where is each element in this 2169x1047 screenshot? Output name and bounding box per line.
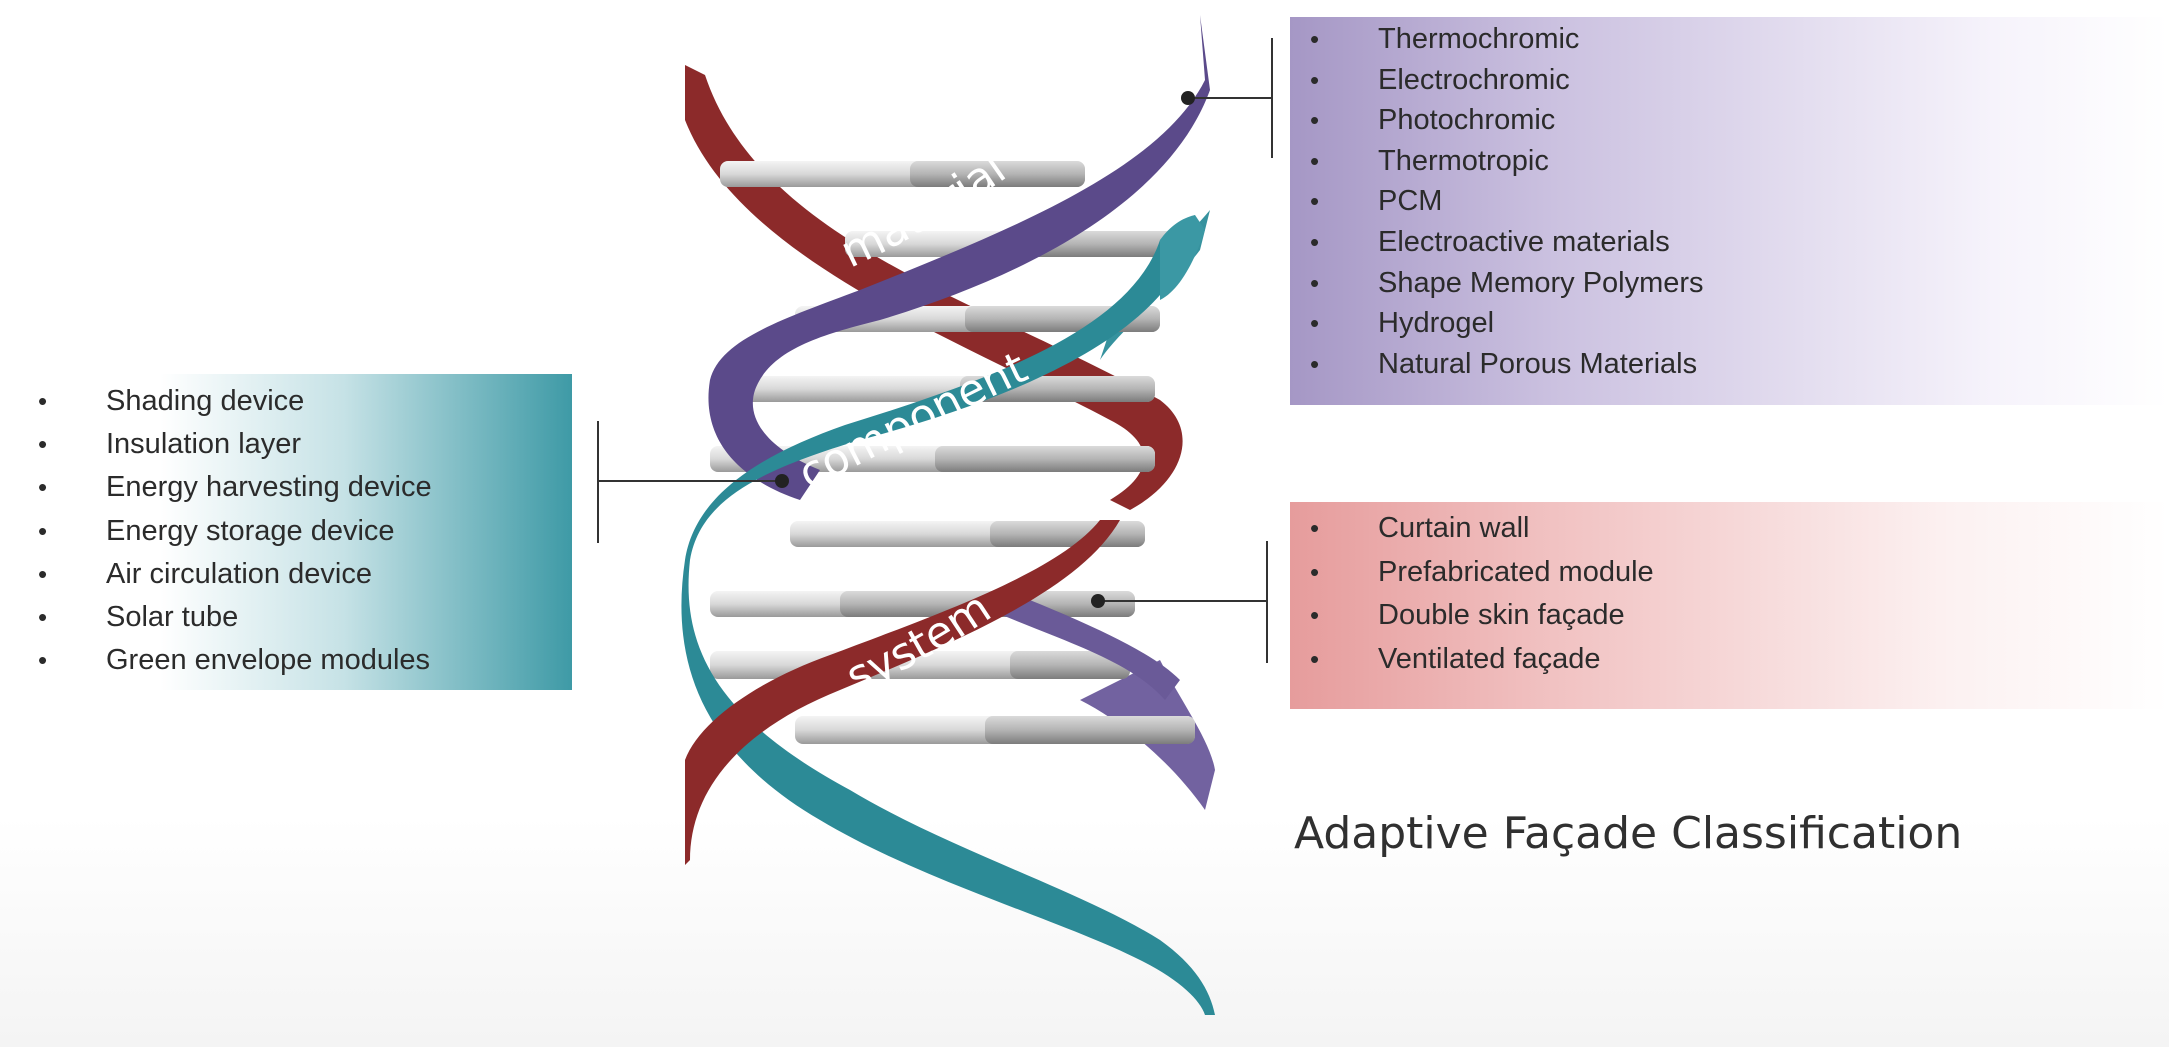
list-item-label: Electroactive materials	[1378, 225, 1670, 258]
list-item-label: Photochromic	[1378, 104, 1556, 137]
list-item-label: Curtain wall	[1378, 512, 1530, 544]
bullet: •	[1310, 308, 1320, 339]
list-item-label: Ventilated façade	[1378, 642, 1601, 675]
list-item-label: Thermotropic	[1378, 144, 1549, 177]
component-strand-label: component	[790, 342, 1035, 500]
component-item-list: • Shading device • Insulation layer • Energ…	[38, 380, 432, 682]
bullet: •	[38, 601, 48, 632]
list-item-label: Green envelope modules	[106, 644, 431, 677]
bullet: •	[1310, 226, 1320, 257]
material-item-list: • Thermochromic • Electrochromic • Photochr…	[1310, 19, 1704, 385]
system-connector	[1091, 541, 1268, 663]
bullet: •	[1310, 600, 1320, 630]
list-item-label: Solar tube	[106, 600, 239, 633]
system-panel	[1290, 502, 2169, 709]
bullet: •	[1310, 186, 1320, 217]
list-item-label: Electrochromic	[1378, 63, 1570, 96]
bullet: •	[1310, 267, 1320, 298]
list-item: • Thermotropic	[1310, 141, 1704, 182]
diagram-title: Adaptive Façade Classification	[1294, 808, 1963, 859]
list-item: • Prefabricated module	[1310, 551, 1654, 595]
bullet: •	[1310, 64, 1320, 95]
helix-rungs	[710, 161, 1195, 744]
list-item-label: Prefabricated module	[1378, 555, 1654, 588]
list-item: • Air circulation device	[38, 553, 432, 596]
component-panel	[0, 374, 572, 690]
list-item: • Ventilated façade	[1310, 638, 1654, 682]
bullet: •	[38, 386, 48, 416]
material-panel	[1290, 17, 2169, 405]
bullet: •	[1310, 24, 1320, 54]
bullet: •	[38, 558, 48, 589]
list-item-label: Double skin façade	[1378, 599, 1625, 631]
list-item: • Green envelope modules	[38, 639, 432, 682]
list-item-label: PCM	[1378, 185, 1443, 218]
list-item: • Curtain wall	[1310, 507, 1654, 551]
bullet: •	[1310, 643, 1320, 674]
bullet: •	[38, 515, 48, 546]
bullet: •	[1310, 513, 1320, 543]
list-item: • Double skin façade	[1310, 594, 1654, 638]
bullet: •	[38, 645, 48, 676]
list-item: • Thermochromic	[1310, 19, 1704, 60]
component-connector	[597, 421, 789, 543]
bullet: •	[1310, 105, 1320, 136]
bullet: •	[1310, 556, 1320, 587]
bullet: •	[38, 429, 48, 460]
list-item: • Energy harvesting device	[38, 466, 432, 509]
list-item: • Electrochromic	[1310, 60, 1704, 101]
material-strand	[708, 15, 1210, 500]
list-item-label: Shape Memory Polymers	[1378, 266, 1704, 299]
material-strand-tail	[990, 590, 1180, 700]
list-item-label: Shading device	[106, 385, 305, 417]
list-item-label: Natural Porous Materials	[1378, 347, 1698, 380]
list-item-label: Energy harvesting device	[106, 471, 432, 504]
list-item: • Energy storage device	[38, 510, 432, 553]
component-strand-top	[1160, 215, 1205, 300]
material-connector	[1181, 38, 1273, 158]
list-item: • Solar tube	[38, 596, 432, 639]
list-item: • Natural Porous Materials	[1310, 344, 1704, 385]
system-strand	[685, 520, 1120, 865]
list-item: • Photochromic	[1310, 100, 1704, 141]
bullet: •	[1310, 145, 1320, 176]
bullet: •	[38, 472, 48, 503]
list-item-label: Air circulation device	[106, 557, 372, 590]
component-strand	[681, 215, 1215, 1015]
list-item: • Hydrogel	[1310, 303, 1704, 344]
system-item-list: • Curtain wall • Prefabricated module • Dou…	[1310, 507, 1654, 682]
list-item-label: Hydrogel	[1378, 307, 1495, 340]
list-item-label: Thermochromic	[1378, 23, 1580, 55]
list-item: • Insulation layer	[38, 423, 432, 466]
list-item: • Shading device	[38, 380, 432, 423]
list-item-label: Energy storage device	[106, 514, 395, 547]
list-item: • Shape Memory Polymers	[1310, 263, 1704, 304]
bullet: •	[1310, 348, 1320, 379]
list-item: • Electroactive materials	[1310, 222, 1704, 263]
list-item-label: Insulation layer	[106, 428, 302, 461]
list-item: • PCM	[1310, 181, 1704, 222]
